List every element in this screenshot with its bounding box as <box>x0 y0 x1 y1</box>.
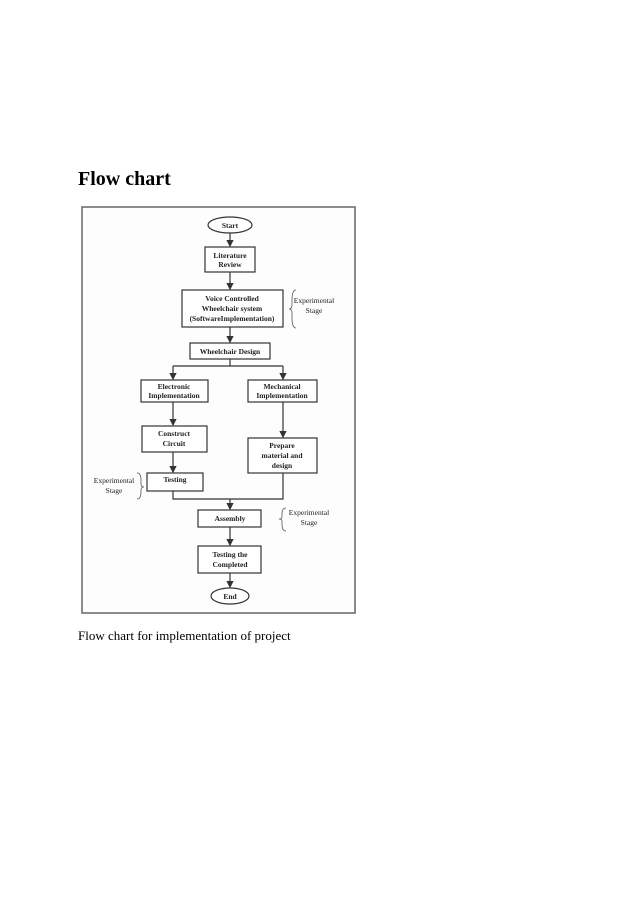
figure-caption: Flow chart for implementation of project <box>78 628 291 643</box>
literature-review-box <box>204 246 256 273</box>
voice-system-box <box>181 289 284 328</box>
assembly-box <box>197 509 262 528</box>
prepare-material-box <box>247 437 318 474</box>
testing-completed-label: Completed <box>213 560 249 569</box>
stage-note: Stage <box>306 306 323 315</box>
literature-label: Literature <box>213 251 247 260</box>
prepare-label: Prepare <box>269 441 295 450</box>
wheelchair-design-label: Wheelchair Design <box>200 347 261 356</box>
end-node <box>210 587 250 605</box>
figure-frame <box>81 206 356 614</box>
voice-label: (SoftwareImplementation) <box>190 314 275 323</box>
voice-label: Wheelchair system <box>202 304 263 313</box>
brace-icon <box>288 289 297 329</box>
stage-note: Experimental <box>289 508 329 517</box>
stage-note: Experimental <box>94 476 134 485</box>
construct-label: Circuit <box>163 439 186 448</box>
stage-note: Stage <box>106 486 123 495</box>
stage-note: Stage <box>301 518 318 527</box>
start-node <box>207 216 253 234</box>
wheelchair-design-box <box>189 342 271 360</box>
end-label: End <box>223 592 237 601</box>
connectors <box>169 233 287 589</box>
mechanical-implementation-box <box>247 379 318 403</box>
stage-note: Experimental <box>294 296 334 305</box>
construct-circuit-box <box>141 425 208 453</box>
testing-completed-box <box>197 545 262 574</box>
voice-label: Voice Controlled <box>205 294 259 303</box>
assembly-label: Assembly <box>215 514 246 523</box>
testing-completed-label: Testing the <box>213 550 249 559</box>
brace-icon <box>136 472 145 500</box>
testing-box <box>146 472 204 492</box>
electronic-implementation-box <box>140 379 209 403</box>
electronic-label: Implementation <box>148 391 200 400</box>
construct-label: Construct <box>158 429 191 438</box>
literature-label: Review <box>218 260 242 269</box>
mechanical-label: Implementation <box>256 391 308 400</box>
electronic-label: Electronic <box>158 382 191 391</box>
prepare-label: design <box>272 461 293 470</box>
start-label: Start <box>222 221 239 230</box>
mechanical-label: Mechanical <box>263 382 300 391</box>
testing-label: Testing <box>163 475 186 484</box>
page-heading: Flow chart <box>78 168 171 190</box>
brace-icon <box>278 507 287 532</box>
connector-line <box>172 473 284 500</box>
prepare-label: material and <box>261 451 303 460</box>
